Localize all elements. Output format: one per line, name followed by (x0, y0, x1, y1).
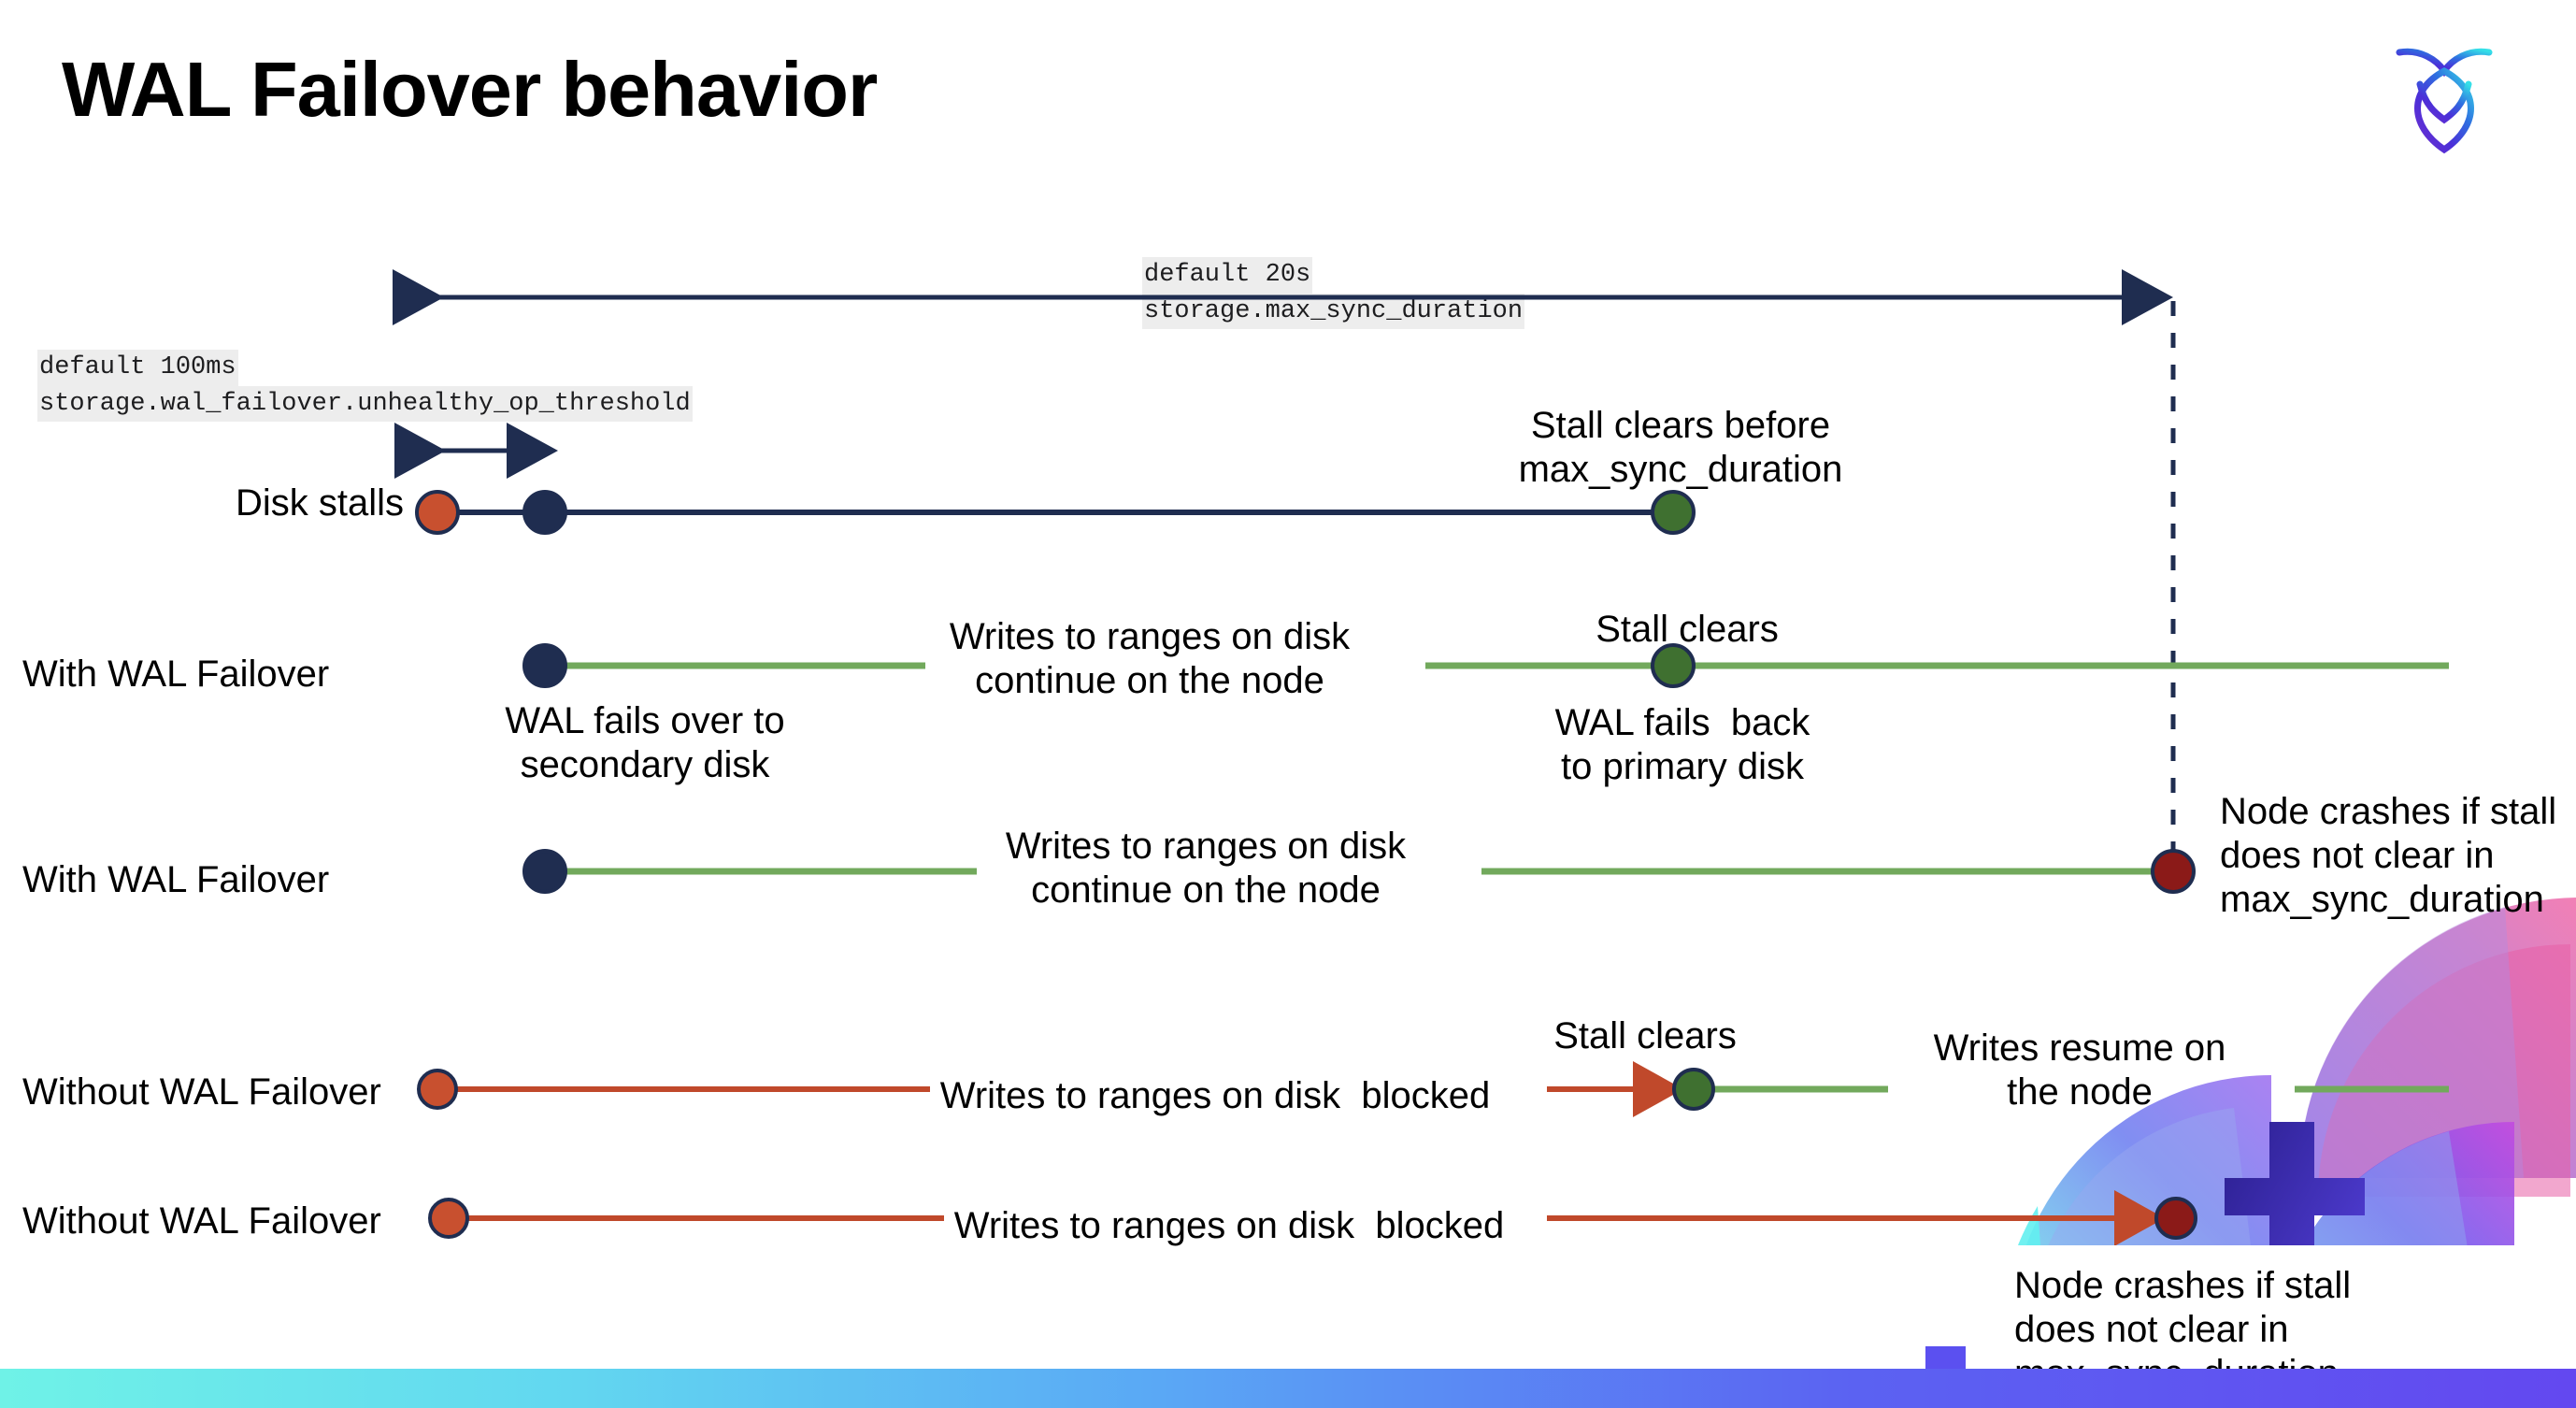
timeline-row-without-failover-crash (428, 1190, 2197, 1246)
row-label-without-wal-failover-1: Without WAL Failover (22, 1071, 381, 1113)
row-label-disk-stalls: Disk stalls (235, 482, 404, 524)
marker-stall-start-3 (417, 1069, 458, 1110)
annotation-wal-fails-back: WAL fails back to primary disk (1554, 702, 1810, 788)
annotation-writes-continue-2: Writes to ranges on disk continue on the… (1005, 826, 1407, 912)
marker-stall-clears-3 (1672, 1068, 1715, 1111)
annotation-stall-clears-before-max-sync: Stall clears before max_sync_duration (1518, 405, 1843, 491)
row-label-with-wal-failover-2: With WAL Failover (22, 859, 330, 900)
row-label-with-wal-failover-1: With WAL Failover (22, 654, 330, 695)
annotation-writes-resume: Writes resume on the node (1933, 1027, 2226, 1113)
timeline-row-disk-stalls (415, 490, 1696, 535)
timeline-row-without-failover-clears (417, 1061, 2449, 1117)
annotation-writes-blocked-2: Writes to ranges on disk blocked (953, 1205, 1505, 1246)
marker-stall-clears-failback (1651, 643, 1696, 688)
annotation-stall-clears-2: Stall clears (1553, 1015, 1737, 1056)
page-title: WAL Failover behavior (62, 46, 878, 133)
marker-node-crash-1 (2151, 849, 2196, 894)
cockroachdb-logo-icon (2388, 28, 2500, 159)
callout-unhealthy-default: default 100ms (37, 350, 238, 386)
annotation-stall-clears-1: Stall clears (1596, 609, 1779, 650)
marker-stall-start-4 (428, 1198, 469, 1239)
marker-wal-failover-start-2 (522, 849, 567, 894)
marker-stall-clears (1651, 490, 1696, 535)
marker-node-crash-2 (2154, 1197, 2197, 1240)
marker-wal-failover-start (522, 643, 567, 688)
timeline-row-with-failover-clears (522, 643, 2449, 688)
marker-stall-start (415, 490, 460, 535)
callout-unhealthy-setting: storage.wal_failover.unhealthy_op_thresh… (37, 385, 693, 423)
annotation-writes-blocked-1: Writes to ranges on disk blocked (939, 1075, 1491, 1116)
bottom-gradient-bar (0, 1369, 2576, 1408)
marker-threshold-reached (522, 490, 567, 535)
row-label-without-wal-failover-2: Without WAL Failover (22, 1200, 381, 1242)
annotation-node-crash-1: Node crashes if stall does not clear in … (2220, 791, 2557, 921)
callout-unhealthy-op-threshold: default 100ms storage.wal_failover.unhea… (37, 350, 693, 423)
annotation-writes-continue-1: Writes to ranges on disk continue on the… (949, 616, 1351, 702)
timeline-row-with-failover-crash (522, 849, 2196, 894)
annotation-wal-fails-over: WAL fails over to secondary disk (505, 700, 785, 786)
